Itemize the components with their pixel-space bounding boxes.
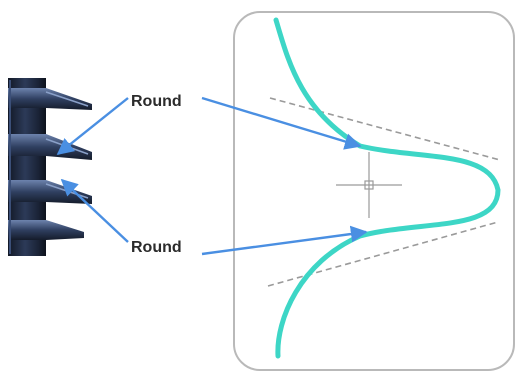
round-label-top: Round	[131, 93, 182, 110]
profile-panel	[233, 11, 515, 371]
profile-curve	[273, 17, 501, 359]
arrow-bottom-left	[60, 178, 129, 243]
arrow-top-left	[56, 97, 129, 156]
arrow-bottom-right	[201, 225, 368, 256]
arrow-top-right	[201, 96, 362, 150]
part-image	[8, 78, 92, 256]
crosshair-cursor-icon	[336, 152, 402, 218]
round-label-bottom: Round	[131, 239, 182, 256]
callout-arrows	[56, 96, 368, 256]
